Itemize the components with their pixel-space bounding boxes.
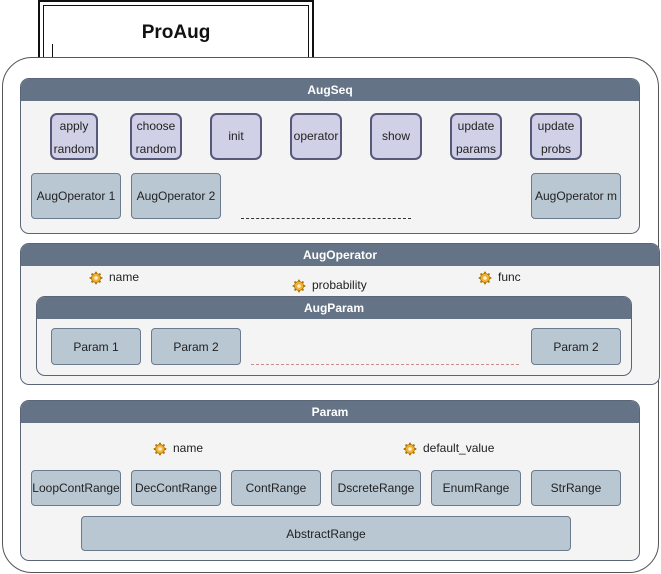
range-loopcontrange[interactable]: LoopContRange xyxy=(31,470,121,506)
attribute-probability: probability xyxy=(292,278,367,293)
title-box-tick xyxy=(52,44,53,58)
augoperator-panel: AugOperator name probability func AugPar… xyxy=(20,243,660,385)
method-update-params[interactable]: update params xyxy=(450,113,502,160)
range-contrange[interactable]: ContRange xyxy=(231,470,321,506)
method-label-line2: params xyxy=(455,142,496,156)
gear-icon xyxy=(89,271,103,285)
title-box: ProAug xyxy=(38,0,314,62)
ellipsis-dashed-line xyxy=(251,364,519,365)
method-init[interactable]: init xyxy=(210,113,262,160)
range-enumrange[interactable]: EnumRange xyxy=(431,470,521,506)
augoperator-m-box[interactable]: AugOperator m xyxy=(531,173,621,219)
attribute-label: name xyxy=(173,441,204,455)
method-label-line1: apply xyxy=(59,119,89,133)
method-choose-random[interactable]: choose random xyxy=(130,113,182,160)
augparam-header: AugParam xyxy=(37,297,631,319)
augoperator-1-box[interactable]: AugOperator 1 xyxy=(31,173,121,219)
gear-icon xyxy=(478,271,492,285)
method-label-line2: random xyxy=(53,142,95,156)
attribute-label: probability xyxy=(312,278,367,292)
method-label-line2: random xyxy=(135,142,177,156)
method-label-line2: probs xyxy=(540,142,572,156)
method-operator[interactable]: operator xyxy=(290,113,342,160)
range-dscreterange[interactable]: DscreteRange xyxy=(331,470,421,506)
method-label: operator xyxy=(293,129,339,143)
param-last-box[interactable]: Param 2 xyxy=(531,328,621,365)
attribute-label: default_value xyxy=(423,441,495,455)
range-deccontrange[interactable]: DecContRange xyxy=(131,470,221,506)
augseq-panel: AugSeq apply random choose random init o… xyxy=(20,78,640,234)
diagram-title: ProAug xyxy=(141,22,211,43)
method-label: show xyxy=(381,129,410,143)
method-label-line1: choose xyxy=(136,119,176,133)
param-header: Param xyxy=(21,401,639,423)
method-show[interactable]: show xyxy=(370,113,422,160)
method-label-line1: update xyxy=(457,119,495,133)
ellipsis-dashed-line xyxy=(241,218,411,219)
attribute-name: name xyxy=(153,441,203,456)
augparam-panel: AugParam Param 1 Param 2 Param 2 xyxy=(36,296,632,376)
attribute-name: name xyxy=(89,270,139,285)
attribute-label: name xyxy=(109,270,140,284)
method-label-line1: update xyxy=(537,119,575,133)
param-1-box[interactable]: Param 1 xyxy=(51,328,141,365)
range-strrange[interactable]: StrRange xyxy=(531,470,621,506)
method-update-probs[interactable]: update probs xyxy=(530,113,582,160)
augseq-header: AugSeq xyxy=(21,79,639,101)
gear-icon xyxy=(403,442,417,456)
augoperator-header: AugOperator xyxy=(21,244,659,266)
method-label: init xyxy=(228,129,244,143)
param-2-box[interactable]: Param 2 xyxy=(151,328,241,365)
abstractrange-box[interactable]: AbstractRange xyxy=(81,516,571,551)
attribute-label: func xyxy=(498,270,521,284)
attribute-default-value: default_value xyxy=(403,441,494,456)
augoperator-2-box[interactable]: AugOperator 2 xyxy=(131,173,221,219)
param-panel: Param name default_value LoopContRange D… xyxy=(20,400,640,561)
gear-icon xyxy=(153,442,167,456)
gear-icon xyxy=(292,279,306,293)
attribute-func: func xyxy=(478,270,521,285)
title-box-inner-border xyxy=(43,5,309,62)
method-apply-random[interactable]: apply random xyxy=(50,113,98,160)
